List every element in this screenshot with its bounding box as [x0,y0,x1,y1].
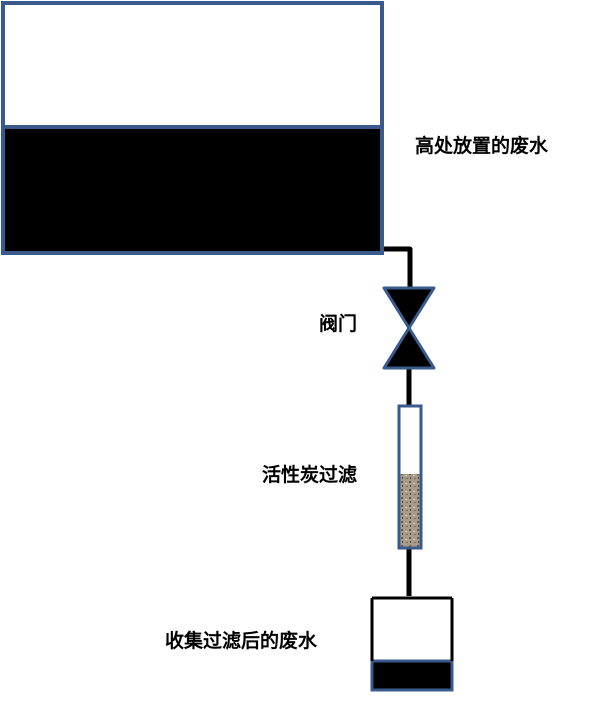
tank-wastewater [3,127,382,253]
tank-empty-section [3,3,382,127]
label-valve: 阀门 [319,313,358,335]
pipe-tank-to-valve [382,246,413,290]
high-tank [1,1,384,255]
label-collector: 收集过滤后的废水 [165,630,318,652]
label-carbon-filter: 活性炭过滤 [262,464,358,486]
valve-symbol [382,286,436,370]
label-high-tank: 高处放置的废水 [415,135,549,157]
carbon-filter-column [397,404,423,550]
collected-wastewater [372,661,452,690]
carbon-media [399,474,421,548]
collector-container [370,596,454,692]
